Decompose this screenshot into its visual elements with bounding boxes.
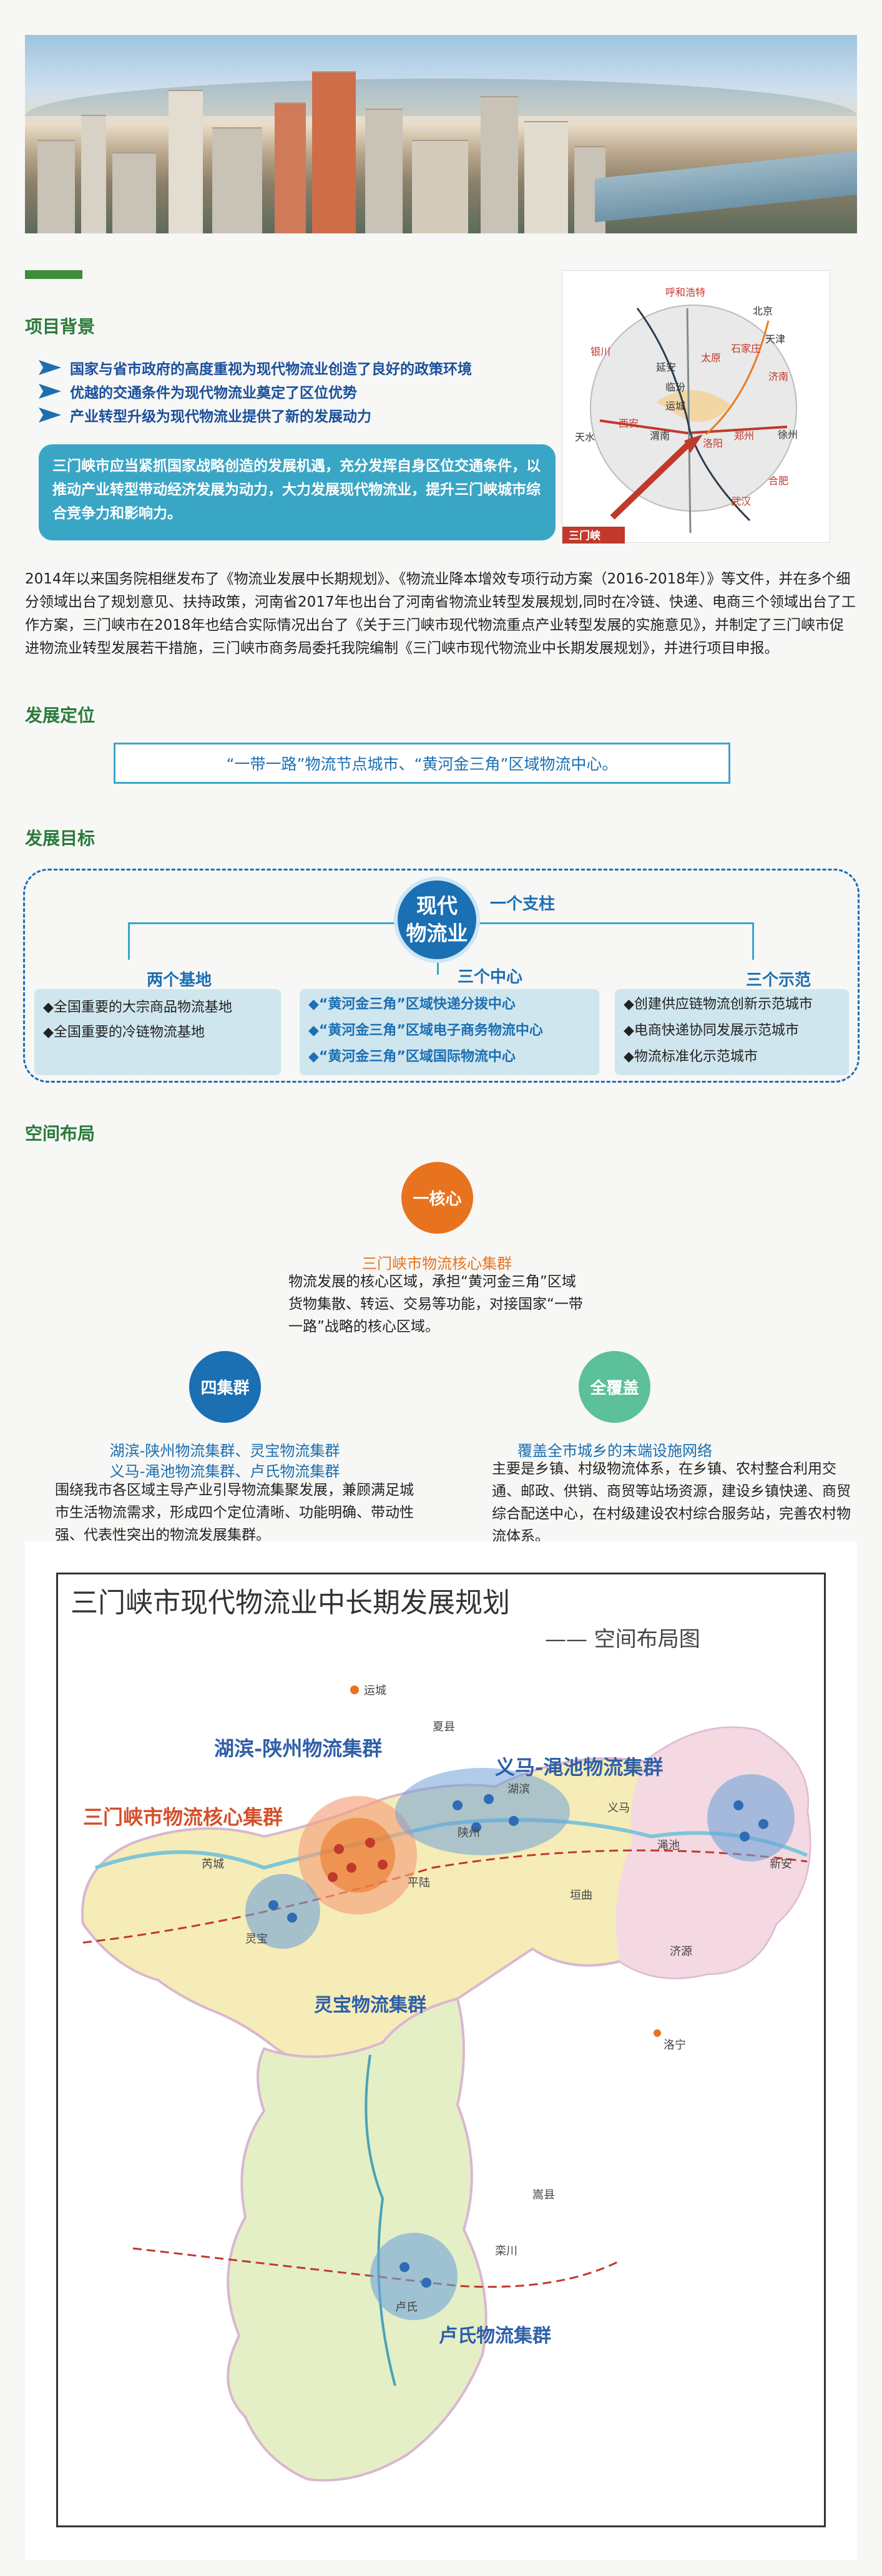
map-place-label: 嵩县	[532, 2188, 555, 2202]
map-place-label: 渑池	[657, 1839, 680, 1852]
map-place-label: 平陆	[408, 1876, 430, 1890]
map-city-label: 临汾	[665, 381, 685, 393]
map-place-label: 芮城	[202, 1858, 224, 1871]
map-city-label: 天水	[575, 431, 595, 443]
four-clusters-title-line2: 义马-渑池物流集群、卢氏物流集群	[109, 1463, 340, 1480]
map-label-lingbao: 灵宝物流集群	[314, 1994, 426, 2016]
section-title-goals: 发展目标	[25, 828, 96, 849]
goal-demo-item: ◆电商快递协同发展示范城市	[624, 1023, 799, 1038]
goal-center-item: ◆“黄河金三角”区域国际物流中心	[308, 1049, 516, 1065]
goal-demos-panel: ◆创建供应链物流创新示范城市 ◆电商快递协同发展示范城市 ◆物流标准化示范城市	[615, 989, 849, 1075]
map-city-label: 延安	[656, 361, 676, 373]
map-place-label: 夏县	[433, 1720, 455, 1734]
bullet-item: 国家与省市政府的高度重视为现代物流业创造了良好的政策环境	[39, 356, 563, 379]
hero-city-photo	[25, 35, 857, 233]
map-place-label: 垣曲	[570, 1889, 592, 1902]
map-place-label: 新安	[770, 1858, 792, 1871]
spatial-map-svg: 三门峡市现代物流业中长期发展规划 —— 空间布局图	[71, 1587, 811, 2482]
four-clusters-text: 围绕我市各区域主导产业引导物流集聚发展，兼顾满足城市生活物流需求，形成四个定位清…	[55, 1482, 414, 1543]
full-coverage-badge: 全覆盖	[579, 1351, 650, 1423]
map-city-label: 洛阳	[703, 437, 723, 449]
four-clusters-title-line1: 湖滨-陕州物流集群、灵宝物流集群	[109, 1442, 340, 1460]
yima-cluster-glow	[707, 1774, 795, 1861]
map-label-core: 三门峡市物流核心集群	[83, 1805, 283, 1829]
goal-pillar-label: 一个支柱	[490, 895, 556, 914]
goals-center-circle: 现代 物流业	[394, 877, 480, 963]
map-place-label: 栾川	[495, 2245, 517, 2258]
map-city-label: 合肥	[768, 475, 788, 487]
hubin-cluster-glow	[395, 1768, 570, 1855]
map-city-label: 银川	[590, 346, 610, 358]
map-marker-label: 三门峡	[569, 529, 601, 542]
map-city-label: 西安	[619, 417, 639, 429]
goal-base-item: ◆全国重要的大宗商品物流基地	[43, 1000, 232, 1015]
lushi-cluster-glow	[370, 2233, 458, 2320]
goal-connector-line	[437, 961, 439, 975]
section-accent-bar	[25, 270, 82, 279]
goal-centers-label: 三个中心	[458, 968, 523, 987]
section-title-layout: 空间布局	[25, 1123, 96, 1144]
triangle-bullet-icon	[39, 407, 61, 422]
location-map-svg: 呼和浩特 北京 天津 银川 延安 太原 石家庄 济南 临汾 运城 天水 西安 渭…	[562, 286, 798, 544]
map-city-label: 武汉	[731, 495, 751, 507]
map-city-label: 太原	[701, 352, 721, 364]
goal-connector-line	[128, 922, 130, 960]
section-title-background: 项目背景	[25, 316, 96, 337]
bullet-item: 优越的交通条件为现代物流业奠定了区位优势	[39, 379, 563, 403]
map-place-label: 运城	[364, 1684, 386, 1697]
goal-center-item: ◆“黄河金三角”区域快递分拨中心	[308, 997, 516, 1012]
goal-centers-panel: ◆“黄河金三角”区域快递分拨中心 ◆“黄河金三角”区域电子商务物流中心 ◆“黄河…	[300, 989, 599, 1075]
four-clusters-badge: 四集群	[189, 1351, 261, 1423]
goal-center-item: ◆“黄河金三角”区域电子商务物流中心	[308, 1023, 543, 1038]
positioning-statement-box: “一带一路”物流节点城市、“黄河金三角”区域物流中心。	[114, 743, 730, 784]
map-city-label: 北京	[753, 305, 773, 317]
map-place-label: 济源	[670, 1945, 692, 1958]
goal-bases-panel: ◆全国重要的大宗商品物流基地 ◆全国重要的冷链物流基地	[34, 989, 281, 1075]
goal-demo-item: ◆创建供应链物流创新示范城市	[624, 997, 813, 1012]
goal-demos-label: 三个示范	[746, 971, 811, 990]
map-city-label: 石家庄	[731, 343, 761, 354]
background-summary-bubble: 三门峡市应当紧抓国家战略创造的发展机遇，充分发挥自身区位交通条件，以推动产业转型…	[39, 444, 556, 540]
full-coverage-title: 覆盖全市城乡的末端设施网络	[517, 1442, 712, 1460]
bullet-item: 产业转型升级为现代物流业提供了新的发展动力	[39, 403, 563, 427]
map-city-label: 天津	[765, 333, 785, 345]
map-place-label: 陕州	[458, 1827, 480, 1840]
goal-connector-line	[752, 922, 754, 960]
map-place-label: 义马	[607, 1802, 630, 1815]
map-place-label: 洛宁	[664, 2039, 686, 2052]
goals-dashed-frame	[23, 869, 860, 1083]
goal-bases-label: 两个基地	[147, 971, 212, 990]
map-city-label: 济南	[768, 371, 788, 383]
triangle-bullet-icon	[39, 360, 61, 375]
goal-base-item: ◆全国重要的冷链物流基地	[43, 1025, 205, 1040]
map-city-label: 郑州	[734, 430, 754, 442]
map-city-label: 运城	[665, 400, 685, 412]
location-map: 呼和浩特 北京 天津 银川 延安 太原 石家庄 济南 临汾 运城 天水 西安 渭…	[562, 270, 830, 544]
map-place-label: 卢氏	[395, 2301, 418, 2314]
section-title-positioning: 发展定位	[25, 705, 96, 726]
map-label-lushi: 卢氏物流集群	[439, 2325, 551, 2347]
map-city-label: 呼和浩特	[665, 286, 705, 298]
spatial-map-frame: 三门峡市现代物流业中长期发展规划 —— 空间布局图	[56, 1573, 826, 2527]
map-title: 三门峡市现代物流业中长期发展规划	[71, 1587, 510, 1619]
core-text: 物流发展的核心区域，承担“黄河金三角”区域货物集散、转运、交易等功能，对接国家“…	[288, 1274, 583, 1335]
background-bullet-list: 国家与省市政府的高度重视为现代物流业创造了良好的政策环境 优越的交通条件为现代物…	[39, 356, 563, 427]
spatial-layout-map: 三门峡市现代物流业中长期发展规划 —— 空间布局图	[25, 1541, 857, 2560]
map-city-label: 渭南	[650, 430, 670, 442]
map-label-yima: 义马-渑池物流集群	[495, 1755, 663, 1779]
goal-demo-item: ◆物流标准化示范城市	[624, 1049, 758, 1065]
map-place-label: 灵宝	[245, 1933, 268, 1946]
triangle-bullet-icon	[39, 384, 61, 399]
map-subtitle: —— 空间布局图	[545, 1627, 700, 1652]
core-badge: 一核心	[401, 1162, 473, 1234]
map-city-label: 徐州	[778, 429, 798, 441]
map-place-label: 湖滨	[507, 1783, 530, 1796]
background-paragraph: 2014年以来国务院相继发布了《物流业发展中长期规划》、《物流业降本增效专项行动…	[25, 571, 856, 656]
full-coverage-text: 主要是乡镇、村级物流体系，在乡镇、农村整合利用交通、邮政、供销、商贸等站场资源，…	[492, 1461, 851, 1544]
lingbao-cluster-glow	[245, 1874, 320, 1949]
map-label-hubin: 湖滨-陕州物流集群	[214, 1737, 382, 1760]
core-title: 三门峡市物流核心集群	[362, 1255, 512, 1272]
